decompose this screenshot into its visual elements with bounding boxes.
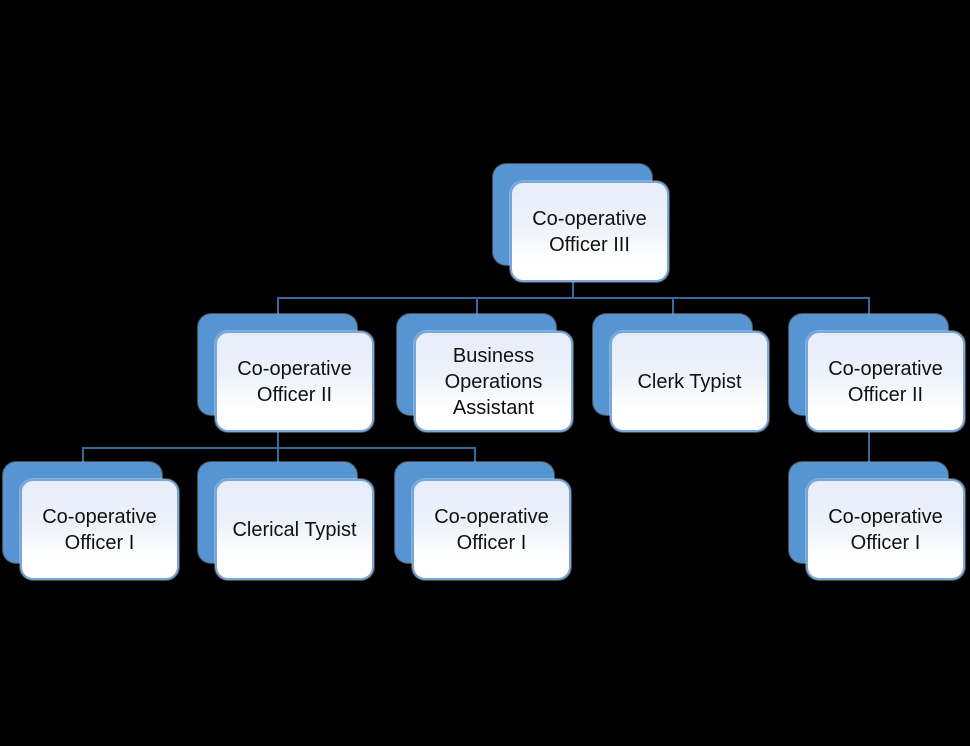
org-node-co-operative-officer-ii-left: Co-operative Officer II bbox=[198, 314, 374, 432]
node-label: Co-operative Officer II bbox=[237, 357, 352, 406]
node-front-panel: Business Operations Assistant bbox=[414, 331, 573, 432]
org-node-clerical-typist: Clerical Typist bbox=[198, 462, 374, 580]
connector-line bbox=[868, 297, 870, 316]
node-label: Co-operative Officer II bbox=[828, 357, 943, 406]
node-front-panel: Co-operative Officer II bbox=[806, 331, 965, 432]
node-label: Business Operations Assistant bbox=[444, 344, 543, 419]
node-label: Clerk Typist bbox=[637, 370, 742, 393]
org-node-co-operative-officer-ii-right: Co-operative Officer II bbox=[789, 314, 965, 432]
connector-line bbox=[82, 447, 476, 449]
connector-line bbox=[476, 297, 478, 316]
node-label: Co-operative Officer I bbox=[434, 505, 549, 554]
connector-line bbox=[474, 447, 476, 463]
org-node-co-operative-officer-i-3: Co-operative Officer I bbox=[789, 462, 965, 580]
node-front-panel: Clerk Typist bbox=[610, 331, 769, 432]
org-node-business-operations-assistant: Business Operations Assistant bbox=[397, 314, 573, 432]
node-label: Clerical Typist bbox=[232, 518, 357, 541]
node-front-panel: Co-operative Officer III bbox=[510, 181, 669, 282]
org-node-co-operative-officer-i-1: Co-operative Officer I bbox=[3, 462, 179, 580]
connector-line bbox=[277, 297, 870, 299]
connector-line bbox=[868, 430, 870, 463]
connector-line bbox=[277, 430, 279, 448]
node-front-panel: Co-operative Officer II bbox=[215, 331, 374, 432]
node-front-panel: Clerical Typist bbox=[215, 479, 374, 580]
connector-line bbox=[572, 282, 574, 298]
node-front-panel: Co-operative Officer I bbox=[806, 479, 965, 580]
node-label: Co-operative Officer I bbox=[42, 505, 157, 554]
org-node-clerk-typist: Clerk Typist bbox=[593, 314, 769, 432]
connector-line bbox=[277, 447, 279, 463]
node-front-panel: Co-operative Officer I bbox=[20, 479, 179, 580]
org-node-co-operative-officer-i-2: Co-operative Officer I bbox=[395, 462, 571, 580]
connector-line bbox=[672, 297, 674, 316]
node-label: Co-operative Officer I bbox=[828, 505, 943, 554]
org-node-co-operative-officer-iii: Co-operative Officer III bbox=[493, 164, 669, 282]
node-front-panel: Co-operative Officer I bbox=[412, 479, 571, 580]
node-label: Co-operative Officer III bbox=[532, 207, 647, 256]
connector-line bbox=[277, 297, 279, 316]
connector-line bbox=[82, 447, 84, 463]
